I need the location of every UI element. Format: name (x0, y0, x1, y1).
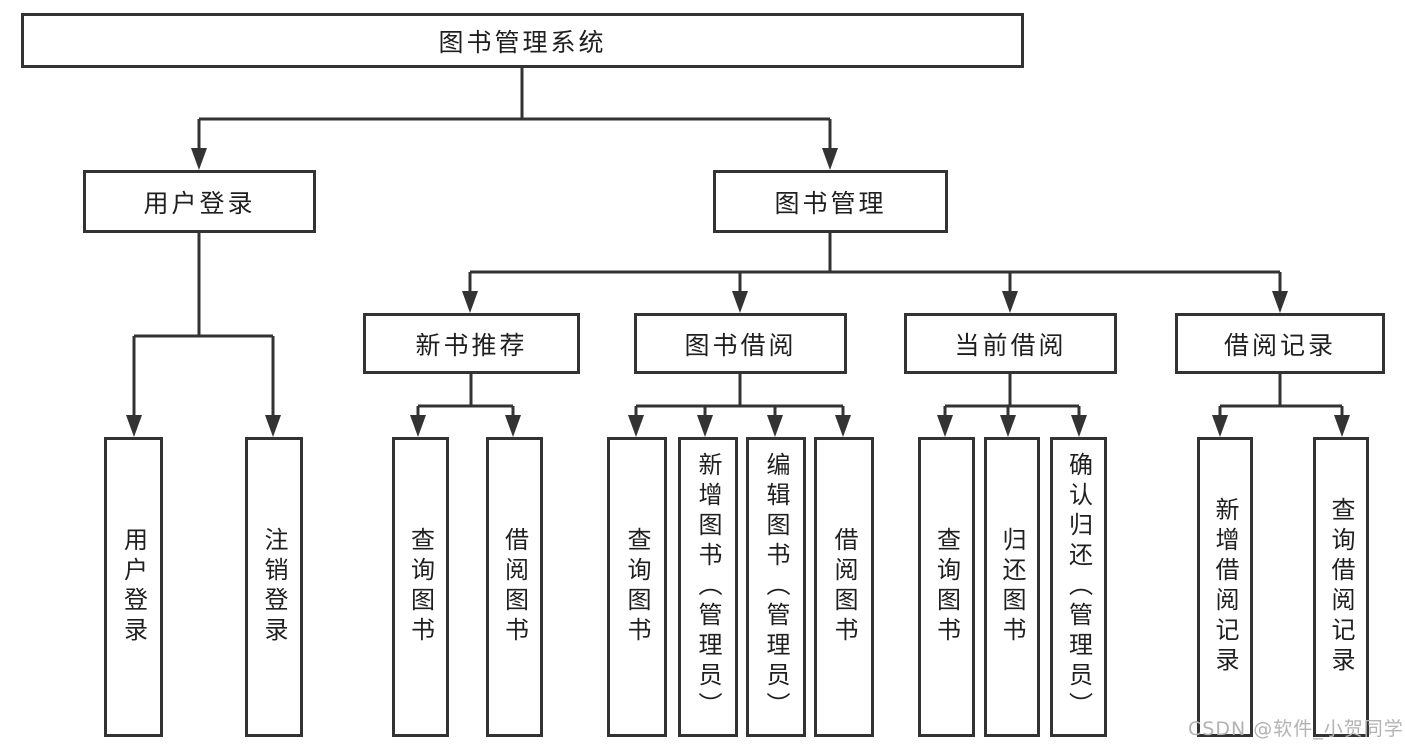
csdn-watermark: CSDN @软件_小贺同学 (1188, 718, 1404, 740)
connector-user-login-children (132, 233, 275, 417)
node-root: 图书管理系统 (21, 13, 1024, 68)
leaf-logout-login: 注销登录 (245, 437, 303, 737)
leaf-record-add-borrow-record: 新增借阅记录 (1197, 437, 1253, 737)
node-new-book-recommend: 新书推荐 (363, 313, 580, 374)
connector-book-borrow-children (634, 374, 845, 418)
arrowheads (126, 148, 1350, 437)
node-user-login: 用户登录 (83, 170, 316, 233)
connector-book-management-children (468, 233, 1282, 293)
leaf-current-return-books: 归还图书 (984, 437, 1040, 737)
node-current-borrow: 当前借阅 (904, 313, 1117, 374)
connector-root-level2 (197, 68, 832, 150)
connector-current-borrow-children (943, 374, 1081, 418)
connector-borrow-record-children (1218, 374, 1344, 418)
node-borrow-record: 借阅记录 (1175, 313, 1385, 374)
leaf-borrow-edit-books-admin: 编辑图书（管理员） (746, 437, 806, 737)
leaf-borrow-add-books-admin: 新增图书（管理员） (678, 437, 738, 737)
leaf-current-confirm-return-admin: 确认归还（管理员） (1050, 437, 1107, 737)
leaf-user-login: 用户登录 (104, 437, 163, 737)
leaf-record-query-borrow-record: 查询借阅记录 (1313, 437, 1369, 737)
leaf-current-query-books: 查询图书 (918, 437, 975, 737)
node-book-management: 图书管理 (713, 170, 948, 233)
leaf-newbook-borrow-books: 借阅图书 (486, 437, 543, 737)
leaf-borrow-query-books: 查询图书 (607, 437, 667, 737)
leaf-newbook-query-books: 查询图书 (392, 437, 449, 737)
node-book-borrow: 图书借阅 (634, 313, 847, 374)
leaf-borrow-borrow-books: 借阅图书 (814, 437, 874, 737)
connector-new-book-children (416, 374, 515, 418)
